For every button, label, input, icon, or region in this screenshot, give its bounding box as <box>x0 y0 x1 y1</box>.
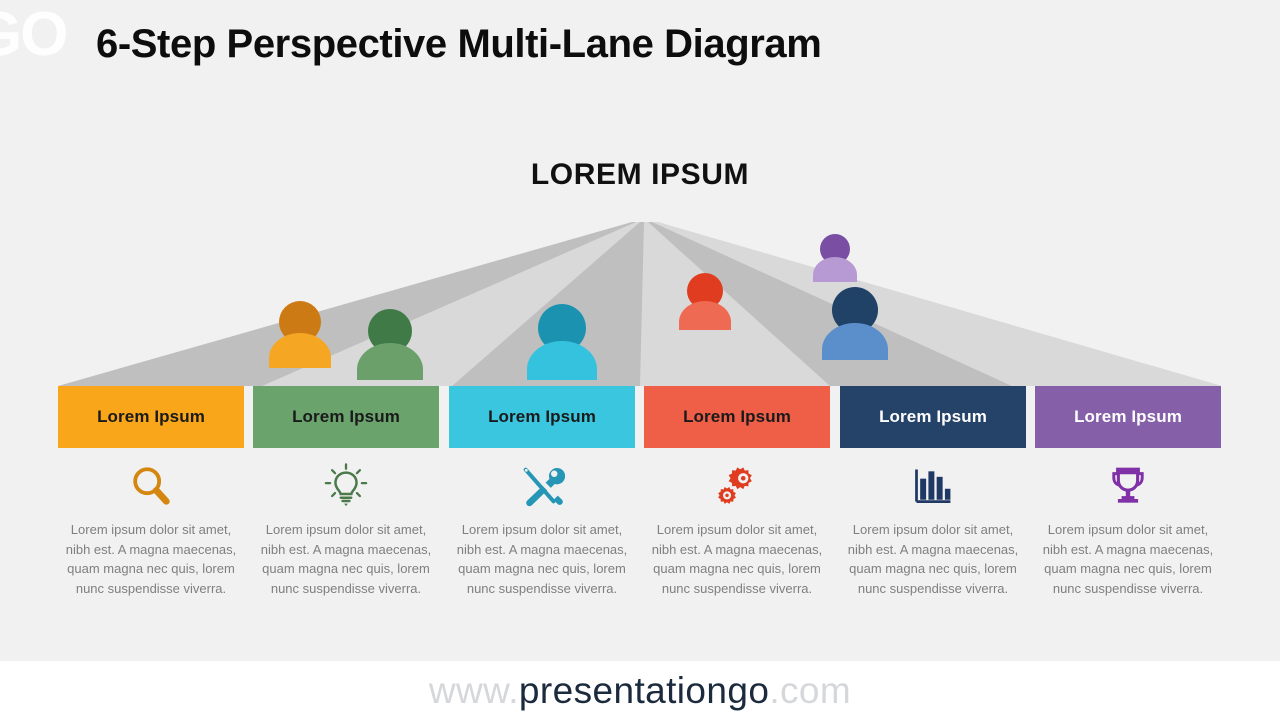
step-description-6: Lorem ipsum dolor sit amet, nibh est. A … <box>1042 522 1214 596</box>
step-column-1: Lorem Ipsum Lorem ipsum dolor sit amet, … <box>58 386 244 598</box>
step-label-6: Lorem Ipsum <box>1074 407 1182 426</box>
step-header-bar-6[interactable]: Lorem Ipsum <box>1035 386 1221 448</box>
step-column-6: Lorem Ipsum Lorem ipsum dolor sit amet, … <box>1035 386 1221 598</box>
step-header-bar-3[interactable]: Lorem Ipsum <box>449 386 635 448</box>
tools-icon <box>449 455 635 517</box>
magnifier-icon <box>58 455 244 517</box>
step-column-3: Lorem Ipsum Lorem ipsum dolor sit amet, … <box>449 386 635 598</box>
person-figure-4 <box>679 272 731 330</box>
bar-chart-icon <box>840 455 1026 517</box>
person-body <box>822 323 888 360</box>
step-column-2: Lorem Ipsum Lorem ipsum dolor sit amet, … <box>253 386 439 598</box>
step-label-4: Lorem Ipsum <box>683 407 791 426</box>
footer-bar: www. presentationgo .com <box>0 661 1280 720</box>
steps-columns: Lorem Ipsum Lorem ipsum dolor sit amet, … <box>0 386 1280 626</box>
step-header-bar-2[interactable]: Lorem Ipsum <box>253 386 439 448</box>
step-label-5: Lorem Ipsum <box>879 407 987 426</box>
diagram-subtitle: LOREM IPSUM <box>530 158 750 191</box>
step-column-5: Lorem Ipsum Lorem ipsum dolor sit amet, … <box>840 386 1026 598</box>
person-figure-2 <box>357 308 423 380</box>
step-column-4: Lorem Ipsum Lorem ipsum dolor sit amet, … <box>644 386 830 598</box>
url-suffix: .com <box>769 669 852 711</box>
step-label-1: Lorem Ipsum <box>97 407 205 426</box>
step-header-bar-5[interactable]: Lorem Ipsum <box>840 386 1026 448</box>
step-label-3: Lorem Ipsum <box>488 407 596 426</box>
person-body <box>813 257 857 282</box>
step-label-2: Lorem Ipsum <box>292 407 400 426</box>
person-figure-6 <box>813 234 857 282</box>
page-title: 6-Step Perspective Multi-Lane Diagram <box>96 22 822 66</box>
step-description-5: Lorem ipsum dolor sit amet, nibh est. A … <box>847 522 1019 596</box>
person-body <box>679 300 731 330</box>
url-brand: presentationgo <box>518 669 770 711</box>
step-description-4: Lorem ipsum dolor sit amet, nibh est. A … <box>651 522 823 596</box>
lightbulb-icon <box>253 455 439 517</box>
person-body <box>269 333 331 368</box>
person-figure-5 <box>822 287 888 360</box>
person-figure-3 <box>527 303 597 380</box>
lane-6 <box>652 222 1222 386</box>
step-description-2: Lorem ipsum dolor sit amet, nibh est. A … <box>260 522 432 596</box>
step-description-1: Lorem ipsum dolor sit amet, nibh est. A … <box>65 522 237 596</box>
gears-icon <box>644 455 830 517</box>
website-url[interactable]: www. presentationgo .com <box>0 661 1280 720</box>
step-description-3: Lorem ipsum dolor sit amet, nibh est. A … <box>456 522 628 596</box>
step-header-bar-1[interactable]: Lorem Ipsum <box>58 386 244 448</box>
step-header-bar-4[interactable]: Lorem Ipsum <box>644 386 830 448</box>
person-figure-1 <box>269 300 331 368</box>
person-body <box>527 340 597 380</box>
url-prefix: www. <box>428 669 519 711</box>
person-body <box>357 343 423 380</box>
presentationgo-watermark-logo: GO <box>0 0 68 69</box>
trophy-icon <box>1035 455 1221 517</box>
